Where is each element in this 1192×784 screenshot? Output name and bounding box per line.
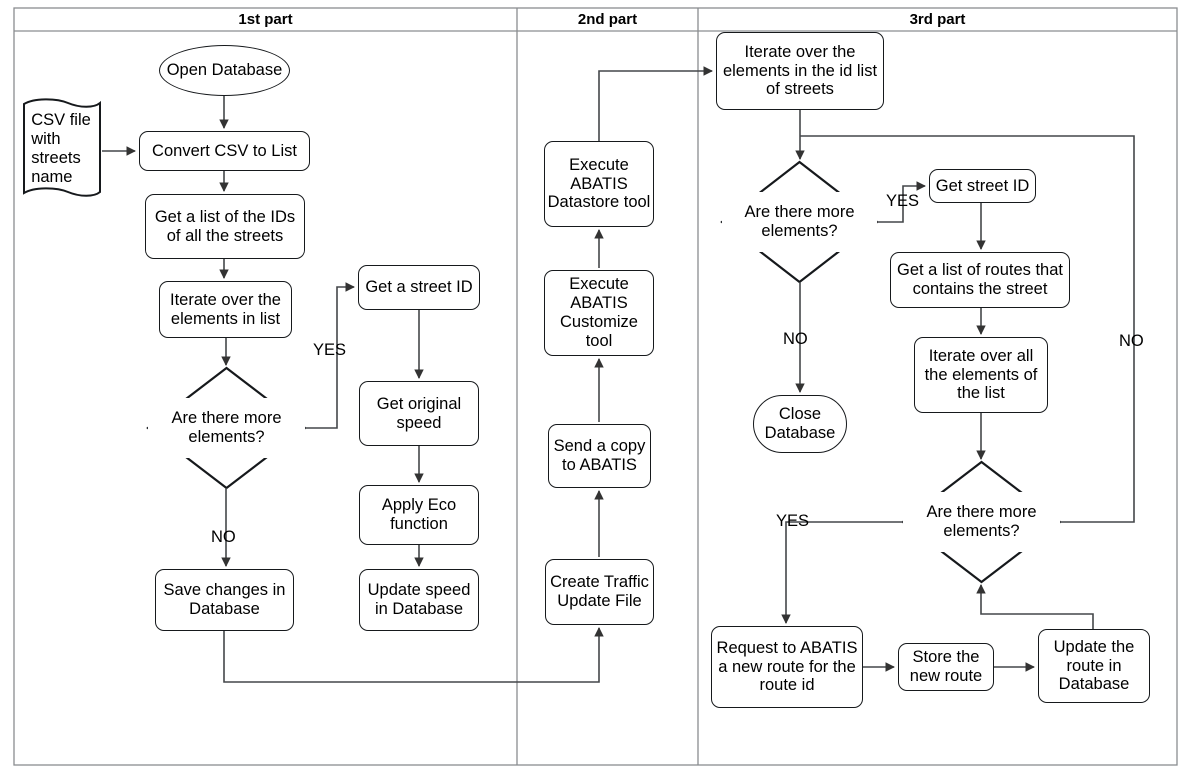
- edge-update-loop-to-decision3: [976, 584, 1094, 629]
- node-get-a-street-id[interactable]: Get a street ID: [358, 265, 480, 310]
- node-convert-csv-to-list[interactable]: Convert CSV to List: [139, 131, 310, 171]
- edge-yes-to-getstreetid: [305, 282, 355, 429]
- edge-label-yes-part1: YES: [313, 341, 347, 359]
- edge-label-no-part1: NO: [211, 528, 236, 546]
- edges-part3: [781, 110, 1135, 672]
- lane-frame: [13, 7, 1178, 766]
- lane-title-2nd-part: 2nd part: [577, 11, 638, 28]
- edges-part2: [594, 66, 713, 557]
- edge-yes3-to-request: [781, 521, 903, 624]
- csv-document-shape: [23, 98, 101, 197]
- edge-label-no-part3-right: NO: [1119, 332, 1144, 350]
- edges-part1: [102, 96, 604, 683]
- node-get-street-id[interactable]: Get street ID: [929, 169, 1036, 203]
- lane-title-3rd-part: 3rd part: [909, 11, 966, 28]
- lane-title-1st-part: 1st part: [238, 11, 293, 28]
- node-open-database[interactable]: Open Database: [159, 45, 290, 96]
- edge-yes2-to-getstreetid3: [877, 181, 926, 223]
- edge-label-yes-part3-upper: YES: [886, 192, 920, 210]
- edge-datastore-to-iterate-idlist: [598, 66, 713, 141]
- edge-label-no-part3-close: NO: [783, 330, 808, 348]
- edge-label-yes-part3-lower: YES: [776, 512, 810, 530]
- edge-no3-loop-back: [800, 135, 1135, 523]
- edge-save-to-createfile: [223, 627, 604, 683]
